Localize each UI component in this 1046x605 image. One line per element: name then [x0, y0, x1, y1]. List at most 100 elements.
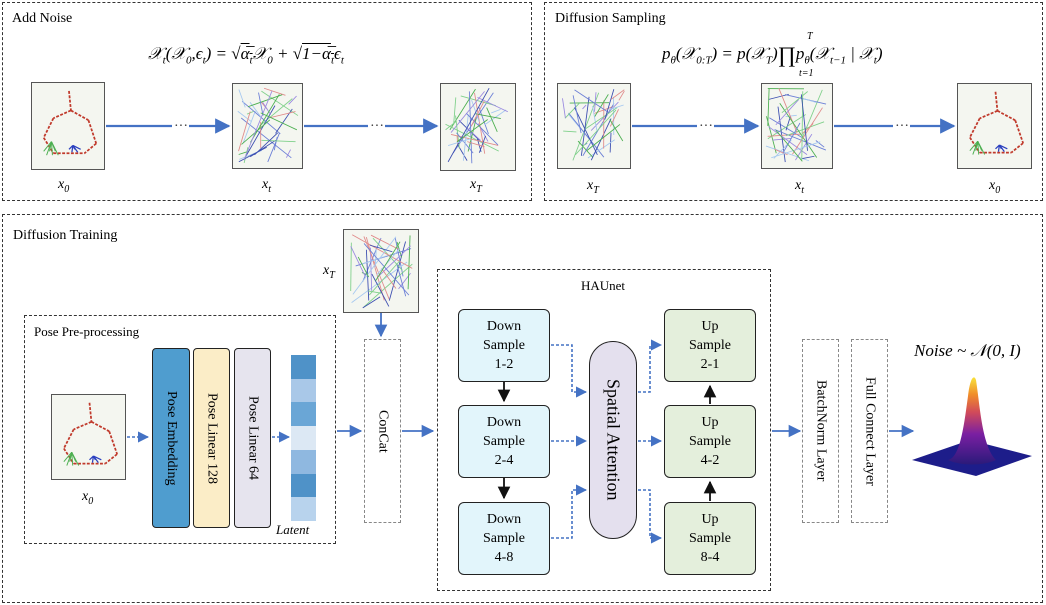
skeleton-bone — [250, 94, 280, 143]
skeleton-clean-image — [31, 82, 105, 170]
skeleton-bone — [240, 117, 292, 159]
skeleton-bone — [802, 155, 815, 159]
skeleton-bone — [618, 90, 625, 101]
up-2-line-3: 4-2 — [700, 453, 720, 468]
pose-embedding-label: Pose Embedding — [164, 390, 179, 486]
skeleton-bone — [774, 129, 827, 151]
skeleton-bone — [785, 114, 797, 118]
skeleton-bone — [467, 141, 485, 148]
skeleton-bone — [577, 140, 594, 158]
skeleton-bone — [998, 144, 1005, 153]
skeleton-bone — [285, 149, 291, 158]
skeleton-bone — [584, 142, 588, 146]
skeleton-bone — [491, 108, 501, 114]
skeleton-bone — [360, 255, 387, 265]
label-xT-training: xT — [323, 263, 335, 281]
skeleton-bone — [254, 132, 279, 156]
skeleton-bone — [778, 88, 798, 133]
down-2-line-1: Down — [486, 415, 522, 430]
skeleton-bone — [63, 428, 75, 449]
noisy-skeleton-xt-drawing — [237, 87, 299, 164]
skeleton-bone — [592, 106, 598, 131]
skeleton-bone — [92, 455, 99, 464]
skeleton-bone — [467, 118, 477, 152]
skeleton-bone — [73, 420, 92, 431]
label-x0-sampling: x0 — [989, 178, 1001, 196]
skeleton-bone — [462, 114, 469, 161]
skeleton-bone — [609, 119, 624, 142]
skeleton-bone — [376, 247, 401, 276]
skeleton-bone — [71, 452, 74, 466]
skeleton-bone — [249, 101, 262, 118]
skeleton-bone — [767, 88, 770, 126]
spatial-attention-label: Spatial Attention — [603, 379, 624, 501]
skeleton-bone — [363, 243, 410, 296]
skeleton-bone — [969, 117, 981, 138]
gaussian-surface-plot — [912, 377, 1032, 476]
skeleton-bone — [63, 451, 73, 463]
latent-cell — [291, 426, 316, 450]
skeleton-bone — [468, 91, 473, 164]
training-noise-image — [343, 229, 419, 313]
pose-linear-128-layer: Pose Linear 128 — [193, 348, 230, 528]
skeleton-bone — [369, 247, 373, 291]
skeleton-bone — [471, 100, 480, 122]
down-2-line-3: 2-4 — [494, 453, 514, 468]
label-x0-pose: x0 — [82, 489, 94, 507]
skeleton-bone — [93, 455, 102, 461]
skeleton-bone — [478, 106, 489, 135]
skeleton-bone — [357, 256, 370, 278]
skeleton-bone — [238, 111, 251, 152]
skeleton-bone — [243, 105, 276, 160]
skeleton-bone — [238, 89, 246, 108]
skeleton-bone — [768, 126, 808, 155]
skeleton-bone — [71, 145, 74, 153]
skeleton-bone — [994, 91, 999, 111]
skeleton-bone — [247, 94, 283, 108]
skeleton-bone — [258, 92, 264, 116]
skeleton-bone — [767, 133, 802, 137]
latent-cell — [291, 449, 316, 474]
prod-lower-t1: t=1 — [799, 68, 814, 79]
skeleton-bone — [260, 112, 298, 131]
skeleton-bone — [288, 95, 297, 105]
skeleton-bone — [574, 107, 598, 156]
noisy-skeleton-xT-sampling-drawing — [562, 89, 625, 161]
skeleton-bone — [42, 117, 55, 139]
skeleton-bone — [72, 145, 79, 153]
skeleton-bone — [367, 290, 382, 294]
up-3-line-2: Sample — [689, 531, 731, 546]
latent-cell — [291, 497, 316, 522]
down-3-line-1: Down — [486, 512, 522, 527]
noise-distribution-label: Noise ~ 𝒩(0, I) — [914, 341, 1021, 360]
skeleton-noise-image-2 — [557, 83, 631, 169]
skeleton-bone — [775, 99, 799, 126]
skeleton-bone — [779, 103, 818, 158]
skeleton-bone — [572, 95, 582, 134]
label-x0-add: x0 — [58, 177, 70, 195]
skeleton-bone — [371, 273, 390, 307]
skeleton-bone — [363, 236, 390, 300]
diffusion-sampling-panel: Diffusion Sampling — [544, 2, 1043, 201]
skeleton-bone — [456, 119, 488, 143]
down-3-line-2: Sample — [483, 531, 525, 546]
skeleton-bone — [775, 129, 803, 162]
skeleton-bone — [91, 421, 110, 433]
skeleton-bone — [587, 139, 615, 159]
skeleton-bone — [568, 112, 605, 158]
pose-embedding-layer: Pose Embedding — [152, 348, 190, 528]
down-1-line-3: 1-2 — [494, 357, 514, 372]
pose-linear-64-label: Pose Linear 64 — [245, 396, 261, 480]
skeleton-bone — [91, 455, 95, 463]
skeleton-bone — [263, 87, 286, 96]
batchnorm-label: BatchNorm Layer — [813, 380, 829, 482]
haunet-panel: HAUnet — [437, 269, 771, 591]
skeleton-bone — [261, 139, 296, 143]
skeleton-bone — [370, 234, 399, 250]
pose-preprocessing-title: Pose Pre-processing — [34, 324, 140, 339]
skeleton-bone — [394, 238, 404, 277]
skeleton-bone — [362, 296, 381, 309]
skeleton-bone — [792, 107, 823, 155]
